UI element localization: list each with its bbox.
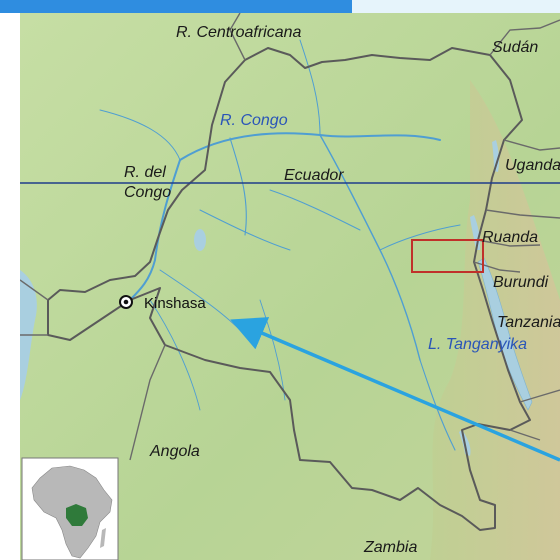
lake-tanganyika (477, 257, 533, 411)
label-uganda: Uganda (505, 157, 560, 174)
inset-madagascar (100, 528, 106, 548)
pointer-arrow (230, 317, 560, 462)
map-frame[interactable]: Kinshasa R. Centroafricana Sudán R. Cong… (20, 13, 560, 560)
label-rwanda: Ruanda (482, 229, 538, 246)
label-angola: Angola (149, 443, 200, 460)
capital-label: Kinshasa (144, 295, 206, 312)
label-republic-of-congo-line1: R. del (124, 164, 166, 181)
inset-locator-map[interactable] (21, 457, 119, 560)
lake-mai-ndombe (194, 229, 206, 251)
label-burundi: Burundi (493, 274, 549, 291)
label-tanzania: Tanzania (497, 314, 560, 331)
label-lake-tanganyika: L. Tanganyika (428, 336, 527, 353)
capital-marker[interactable] (119, 295, 133, 309)
label-equator: Ecuador (284, 167, 344, 184)
top-light-bar (352, 0, 560, 13)
label-republic-of-congo-line2: Congo (124, 184, 171, 201)
region-highlight-box[interactable] (411, 239, 484, 273)
drc-map[interactable]: Kinshasa R. Centroafricana Sudán R. Cong… (20, 13, 560, 560)
inset-drc-highlight (66, 504, 88, 526)
left-margin (0, 13, 20, 560)
top-accent-bar (0, 0, 352, 13)
label-central-african-republic: R. Centroafricana (176, 24, 301, 41)
drc-border (47, 47, 531, 531)
label-river-congo: R. Congo (220, 112, 288, 129)
label-zambia: Zambia (363, 539, 417, 556)
label-sudan: Sudán (492, 39, 538, 56)
neighbor-borders (20, 13, 560, 461)
